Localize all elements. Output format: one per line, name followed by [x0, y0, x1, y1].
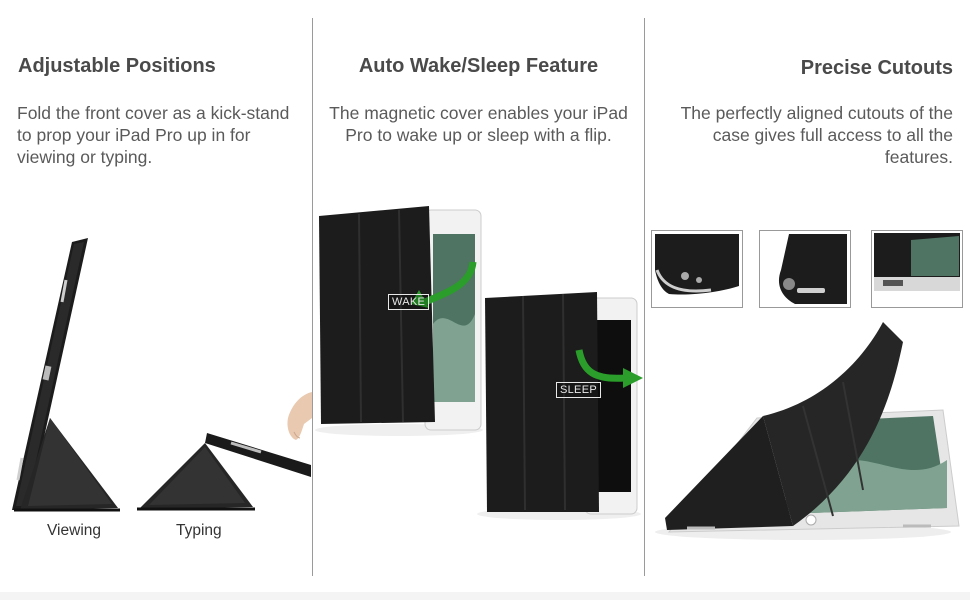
precise-cutouts-heading: Precise Cutouts	[800, 57, 953, 79]
bottom-strip	[0, 592, 970, 600]
hand-illustration	[287, 392, 312, 440]
typing-caption: Typing	[176, 522, 222, 539]
typing-stand-illustration	[137, 433, 311, 511]
cutout-detail-speaker	[651, 230, 743, 308]
wake-tablet-illustration	[315, 206, 483, 436]
column-divider-right	[644, 18, 645, 576]
wake-label: WAKE	[388, 294, 430, 310]
precise-cutouts-panel: Precise Cutouts The perfectly aligned cu…	[645, 0, 970, 600]
sleep-tablet-illustration	[477, 292, 643, 520]
auto-wake-sleep-heading: Auto Wake/Sleep Feature	[358, 55, 599, 77]
cutout-detail-port	[759, 230, 851, 308]
tablet-open-cover-illustration	[655, 322, 960, 540]
sleep-label: SLEEP	[556, 382, 601, 398]
adjustable-positions-description: Fold the front cover as a kick-stand to …	[17, 103, 290, 167]
precise-cutouts-description: The perfectly aligned cutouts of the cas…	[680, 103, 953, 167]
cutout-detail-side	[871, 230, 963, 308]
adjustable-positions-heading: Adjustable Positions	[18, 55, 216, 77]
viewing-stand-illustration	[12, 238, 120, 512]
auto-wake-sleep-description: The magnetic cover enables your iPad Pro…	[329, 103, 628, 145]
adjustable-positions-panel: Adjustable Positions Fold the front cove…	[0, 0, 312, 600]
viewing-caption: Viewing	[47, 522, 102, 539]
column-divider-left	[312, 18, 313, 576]
auto-wake-sleep-panel: Auto Wake/Sleep Feature The magnetic cov…	[313, 0, 644, 600]
